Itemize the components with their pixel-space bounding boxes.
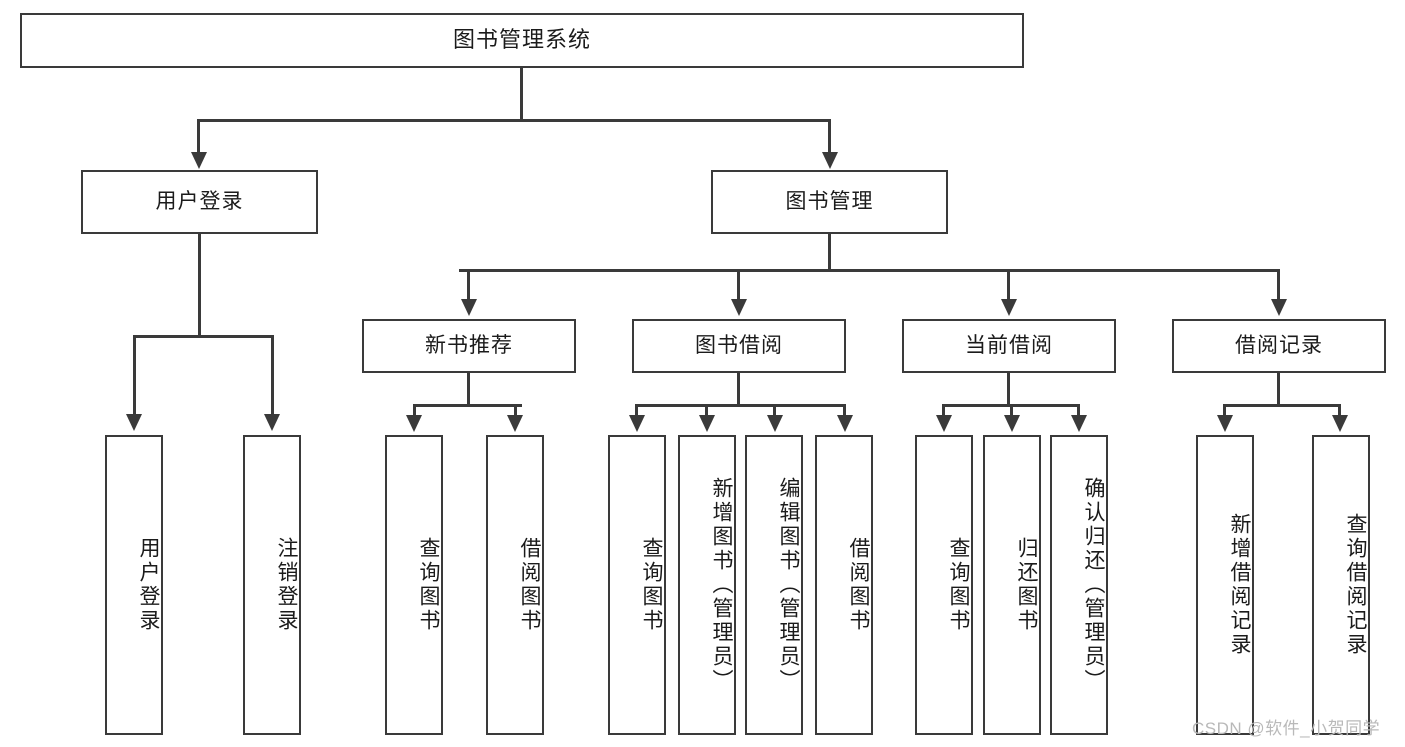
node-label: 图书借阅 bbox=[695, 334, 783, 358]
node-label: 借阅图书 bbox=[518, 537, 541, 633]
edge-to-new-book-recommend bbox=[467, 269, 470, 301]
leaf-borrow-book-1[interactable]: 借阅图书 bbox=[486, 435, 544, 735]
edge-to-leaf-add-borrow-record bbox=[1223, 404, 1226, 418]
edge-to-book-management bbox=[828, 119, 831, 155]
edge-to-leaf-logout-login bbox=[271, 335, 274, 417]
edge-to-leaf-edit-book-admin bbox=[773, 404, 776, 418]
leaf-edit-book-admin[interactable]: 编辑图书（管理员） bbox=[745, 435, 803, 735]
node-label: 查询图书 bbox=[417, 537, 440, 633]
edge-to-current-borrow bbox=[1007, 269, 1010, 301]
edge-root-bus bbox=[197, 119, 831, 122]
edge-new-book-recommend-stem bbox=[467, 373, 470, 406]
edge-user-login-bus bbox=[133, 335, 272, 338]
node-label: 用户登录 bbox=[155, 190, 244, 214]
leaf-logout-login[interactable]: 注销登录 bbox=[243, 435, 301, 735]
leaf-add-book-admin[interactable]: 新增图书（管理员） bbox=[678, 435, 736, 735]
node-label: 用户登录 bbox=[137, 537, 160, 633]
edge-to-user-login bbox=[197, 119, 200, 155]
node-label: 图书管理 bbox=[785, 190, 874, 214]
edge-to-leaf-return-book bbox=[1010, 404, 1013, 418]
edge-root-stem bbox=[520, 68, 523, 120]
edge-to-leaf-borrow-book-2 bbox=[843, 404, 846, 418]
node-root-system[interactable]: 图书管理系统 bbox=[20, 13, 1024, 68]
arrow-to-leaf-return-book bbox=[1004, 415, 1020, 432]
node-new-book-recommend[interactable]: 新书推荐 bbox=[362, 319, 576, 373]
arrow-to-leaf-borrow-book-2 bbox=[837, 415, 853, 432]
node-label: 当前借阅 bbox=[965, 334, 1053, 358]
edge-to-leaf-user-login bbox=[133, 335, 136, 417]
node-label: 查询借阅记录 bbox=[1344, 513, 1367, 657]
edge-to-leaf-add-book-admin bbox=[705, 404, 708, 418]
leaf-query-borrow-record[interactable]: 查询借阅记录 bbox=[1312, 435, 1370, 735]
edge-borrow-record-bus bbox=[1223, 404, 1341, 407]
edge-to-leaf-confirm-return-admin bbox=[1077, 404, 1080, 418]
node-label: 归还图书 bbox=[1015, 537, 1038, 633]
leaf-query-book-2[interactable]: 查询图书 bbox=[608, 435, 666, 735]
leaf-query-book-3[interactable]: 查询图书 bbox=[915, 435, 973, 735]
arrow-to-leaf-borrow-book-1 bbox=[507, 415, 523, 432]
edge-new-book-recommend-bus bbox=[413, 404, 522, 407]
edge-current-borrow-stem bbox=[1007, 373, 1010, 406]
node-label: 注销登录 bbox=[275, 537, 298, 633]
node-label: 查询图书 bbox=[640, 537, 663, 633]
node-label: 借阅图书 bbox=[847, 537, 870, 633]
leaf-borrow-book-2[interactable]: 借阅图书 bbox=[815, 435, 873, 735]
edge-to-leaf-borrow-book-1 bbox=[514, 404, 517, 418]
edge-user-login-stem bbox=[198, 234, 201, 336]
node-label: 新增借阅记录 bbox=[1228, 513, 1251, 657]
node-label: 编辑图书（管理员） bbox=[777, 477, 800, 693]
arrow-to-leaf-add-book-admin bbox=[699, 415, 715, 432]
edge-book-management-stem bbox=[828, 234, 831, 271]
arrow-to-leaf-query-book-2 bbox=[629, 415, 645, 432]
arrow-to-leaf-user-login bbox=[126, 414, 142, 431]
leaf-return-book[interactable]: 归还图书 bbox=[983, 435, 1041, 735]
node-label: 借阅记录 bbox=[1235, 334, 1323, 358]
edge-to-book-borrow bbox=[737, 269, 740, 301]
node-label: 图书管理系统 bbox=[452, 27, 591, 53]
leaf-user-login[interactable]: 用户登录 bbox=[105, 435, 163, 735]
node-label: 确认归还（管理员） bbox=[1082, 477, 1105, 693]
node-borrow-record[interactable]: 借阅记录 bbox=[1172, 319, 1386, 373]
edge-to-leaf-query-book-2 bbox=[635, 404, 638, 418]
node-label: 新增图书（管理员） bbox=[710, 477, 733, 693]
edge-to-leaf-query-book-1 bbox=[413, 404, 416, 418]
arrow-to-book-borrow bbox=[731, 299, 747, 316]
arrow-to-leaf-query-book-1 bbox=[406, 415, 422, 432]
node-label: 查询图书 bbox=[947, 537, 970, 633]
node-label: 新书推荐 bbox=[425, 334, 513, 358]
leaf-add-borrow-record[interactable]: 新增借阅记录 bbox=[1196, 435, 1254, 735]
arrow-to-current-borrow bbox=[1001, 299, 1017, 316]
watermark-label: CSDN @软件_小贺同学 bbox=[1192, 719, 1381, 738]
arrow-to-leaf-query-borrow-record bbox=[1332, 415, 1348, 432]
arrow-to-leaf-edit-book-admin bbox=[767, 415, 783, 432]
node-book-management[interactable]: 图书管理 bbox=[711, 170, 948, 234]
node-user-login[interactable]: 用户登录 bbox=[81, 170, 318, 234]
node-current-borrow[interactable]: 当前借阅 bbox=[902, 319, 1116, 373]
leaf-query-book-1[interactable]: 查询图书 bbox=[385, 435, 443, 735]
arrow-to-new-book-recommend bbox=[461, 299, 477, 316]
node-book-borrow[interactable]: 图书借阅 bbox=[632, 319, 846, 373]
arrow-to-leaf-add-borrow-record bbox=[1217, 415, 1233, 432]
edge-book-management-bus bbox=[459, 269, 1278, 272]
arrow-to-book-management bbox=[822, 152, 838, 169]
edge-to-borrow-record bbox=[1277, 269, 1280, 301]
edge-book-borrow-stem bbox=[737, 373, 740, 406]
arrow-to-leaf-query-book-3 bbox=[936, 415, 952, 432]
arrow-to-borrow-record bbox=[1271, 299, 1287, 316]
arrow-to-user-login bbox=[191, 152, 207, 169]
edge-book-borrow-bus bbox=[635, 404, 845, 407]
edge-borrow-record-stem bbox=[1277, 373, 1280, 406]
arrow-to-leaf-confirm-return-admin bbox=[1071, 415, 1087, 432]
edge-to-leaf-query-book-3 bbox=[942, 404, 945, 418]
leaf-confirm-return-admin[interactable]: 确认归还（管理员） bbox=[1050, 435, 1108, 735]
edge-to-leaf-query-borrow-record bbox=[1338, 404, 1341, 418]
arrow-to-leaf-logout-login bbox=[264, 414, 280, 431]
